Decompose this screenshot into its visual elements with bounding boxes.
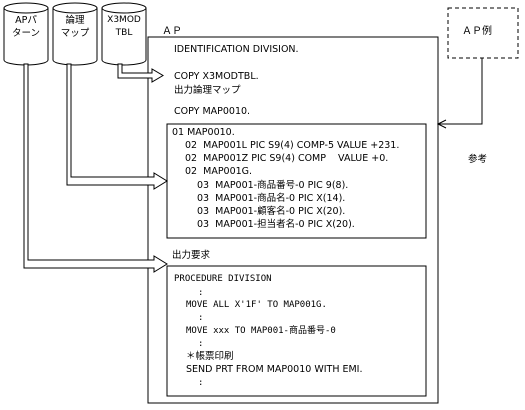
copy-tbl-arrow — [117, 63, 164, 83]
cylinder-label-line1: X3MOD — [107, 15, 141, 25]
map-line: 02 MAP001G. — [185, 166, 253, 177]
output-map-note: 出力論理マップ — [174, 85, 241, 96]
logical-map-arrow — [66, 63, 168, 190]
procedure-line: : — [198, 288, 204, 298]
reference-label: 参考 — [468, 154, 488, 165]
ap-label: ＡＰ — [162, 26, 182, 37]
procedure-line: SEND PRT FROM MAP0010 WITH EMI. — [186, 364, 363, 375]
map-line: 03 MAP001-商品名-0 PIC X(14). — [197, 193, 346, 204]
cylinder-label-ap-pattern: APパ ターン — [4, 14, 48, 40]
copy-tbl-statement: COPY X3MODTBL. — [174, 71, 259, 82]
procedure-line: ＊帳票印刷 — [186, 351, 234, 362]
procedure-line: MOVE ALL X'1F' TO MAP001G. — [186, 300, 327, 310]
procedure-line: : — [198, 339, 204, 349]
procedure-box — [166, 265, 427, 397]
database-cylinder-logical-map — [52, 2, 98, 66]
database-cylinder-x3modtbl — [101, 2, 147, 66]
ap-main-box — [147, 36, 439, 404]
procedure-line: MOVE xxx TO MAP001-商品番号-0 — [186, 326, 336, 336]
cylinder-label-line2: ターン — [11, 28, 41, 39]
map-line: 03 MAP001-顧客名-0 PIC X(20). — [197, 206, 346, 217]
reference-arrow — [436, 58, 483, 129]
identification-division: IDENTIFICATION DIVISION. — [174, 44, 299, 55]
cylinder-label-line1: APパ — [15, 15, 37, 26]
procedure-line: : — [198, 378, 204, 388]
map-line: 03 MAP001-担当者名-0 PIC X(20). — [197, 219, 355, 230]
cylinder-label-x3modtbl: X3MOD TBL — [102, 14, 146, 40]
ap-example-label: ＡＰ例 — [462, 26, 492, 37]
output-request-label: 出力要求 — [172, 250, 211, 261]
map-line: 01 MAP0010. — [172, 127, 235, 138]
copy-map-statement: COPY MAP0010. — [174, 106, 251, 117]
cylinder-label-logical-map: 論理 マップ — [53, 14, 97, 40]
ap-example-box — [447, 7, 519, 59]
cylinder-label-line2: TBL — [115, 28, 133, 38]
cylinder-label-line2: マップ — [60, 28, 90, 39]
procedure-line: : — [198, 313, 204, 323]
map-line: 03 MAP001-商品番号-0 PIC 9(8). — [197, 180, 349, 191]
map-line: 02 MAP001Z PIC S9(4) COMP VALUE +0. — [185, 153, 389, 164]
cylinder-label-line1: 論理 — [65, 15, 85, 26]
ap-pattern-arrow — [23, 63, 168, 273]
map-line: 02 MAP001L PIC S9(4) COMP-5 VALUE +231. — [185, 140, 400, 151]
procedure-line: PROCEDURE DIVISION — [174, 274, 272, 284]
